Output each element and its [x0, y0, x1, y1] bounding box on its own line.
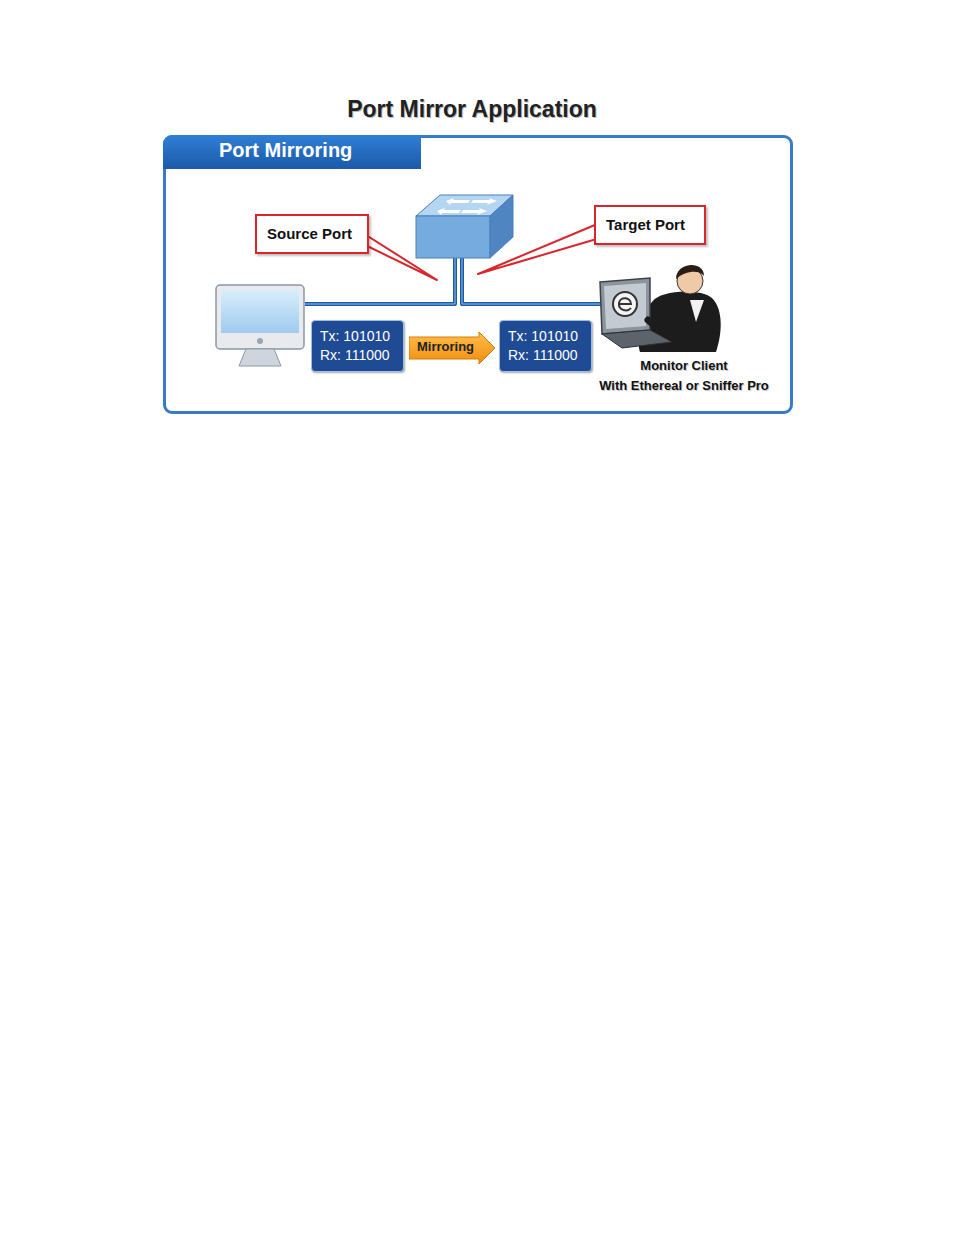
- figure-caption-label: Monitor Client: [640, 358, 727, 373]
- data-box: Tx: 101010Rx: 111000: [499, 320, 592, 372]
- node-text: Mirroring: [417, 339, 474, 354]
- figure-caption-label: With Ethereal or Sniffer Pro: [599, 378, 769, 393]
- callout-box: Source Port: [255, 214, 369, 254]
- node-text: Rx: 111000: [320, 346, 395, 365]
- node-text: Tx: 101010: [320, 327, 395, 346]
- monitor-client-figure: [600, 265, 721, 352]
- callout-box: Target Port: [594, 205, 706, 245]
- node-text: Target Port: [606, 216, 694, 233]
- panel-heading: Port Mirroring: [163, 135, 421, 169]
- switch-icon: [416, 195, 513, 258]
- network-cable: [305, 258, 602, 304]
- diagram-title: Port Mirror Application: [0, 96, 944, 123]
- mirroring-arrow: Mirroring: [409, 332, 499, 364]
- data-box: Tx: 101010Rx: 111000: [311, 320, 404, 372]
- node-text: Rx: 111000: [508, 346, 583, 365]
- node-text: Source Port: [267, 225, 357, 242]
- node-text: Tx: 101010: [508, 327, 583, 346]
- desktop-computer-icon: [216, 285, 304, 366]
- callout-tail: [478, 222, 602, 274]
